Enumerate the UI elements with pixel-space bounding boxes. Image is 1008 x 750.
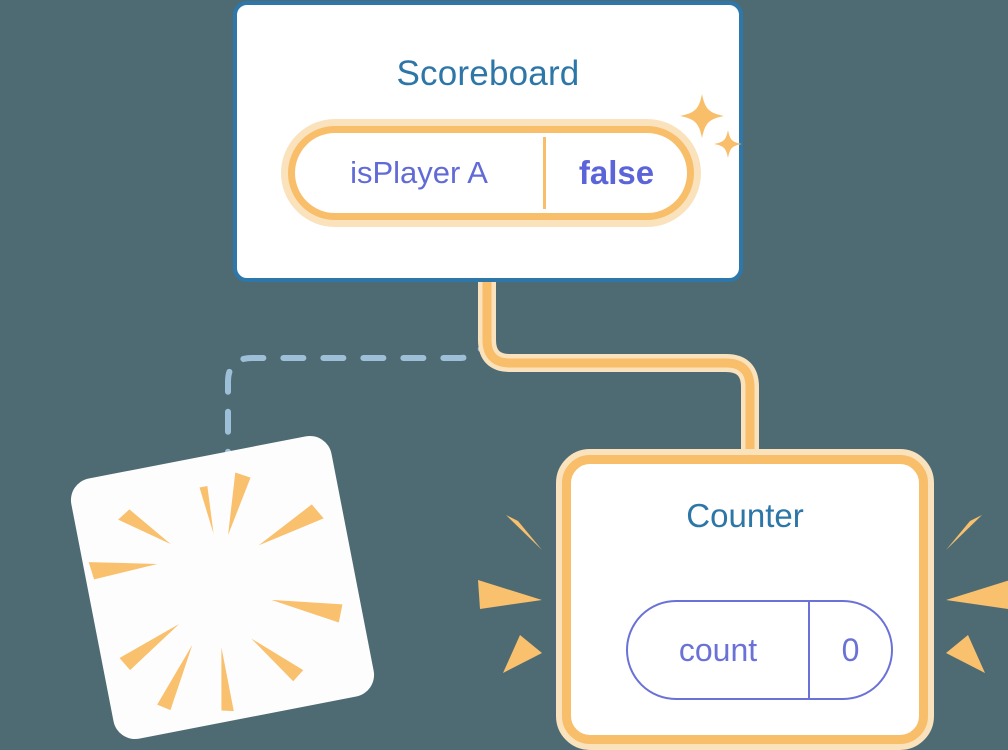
burst-ray: [503, 635, 542, 673]
pill-core: isPlayer A false: [288, 126, 694, 220]
burst-ray: [221, 647, 234, 712]
burst-ray: [506, 515, 542, 550]
node-counter[interactable]: Counter count 0: [556, 449, 934, 750]
burst-ray: [157, 644, 193, 711]
counter-property-key: count: [678, 631, 758, 668]
burst-ray: [946, 515, 982, 550]
burst-ray: [119, 623, 180, 671]
burst-rays-right: [946, 515, 1008, 673]
sparkle-stars: [680, 94, 742, 158]
blank-card[interactable]: [67, 432, 378, 743]
pill-divider: [543, 137, 546, 209]
burst-ray: [946, 635, 985, 673]
connector-solid-counter: [482, 277, 755, 475]
burst-rays: [88, 472, 343, 712]
counter-title: Counter: [686, 497, 804, 534]
burst-ray: [258, 504, 324, 546]
counter-property-pill[interactable]: count 0: [626, 600, 893, 700]
burst-ray: [88, 562, 158, 580]
node-scoreboard[interactable]: Scoreboard isPlayer A false: [233, 1, 743, 282]
pill-glow-ring: [281, 119, 701, 227]
connector-solid-counter-glow: [478, 273, 759, 479]
scoreboard-property-value: false: [578, 154, 655, 191]
burst-rays-left: [478, 515, 542, 673]
burst-ray: [946, 580, 1008, 609]
counter-core: Counter count 0: [562, 455, 928, 744]
burst-ray: [199, 486, 214, 534]
burst-ray: [228, 472, 251, 535]
sparkle-star-large: [680, 94, 724, 138]
burst-ray: [271, 599, 343, 623]
burst-ray: [118, 509, 171, 545]
count-pill-divider: [808, 602, 810, 698]
scoreboard-title: Scoreboard: [396, 54, 580, 93]
burst-ray: [251, 638, 304, 682]
scoreboard-property-pill[interactable]: isPlayer A false: [281, 119, 701, 227]
sparkle-star-small: [714, 130, 742, 158]
counter-property-value: 0: [841, 631, 860, 668]
scoreboard-property-key: isPlayer A: [350, 155, 488, 190]
burst-ray: [478, 580, 542, 609]
